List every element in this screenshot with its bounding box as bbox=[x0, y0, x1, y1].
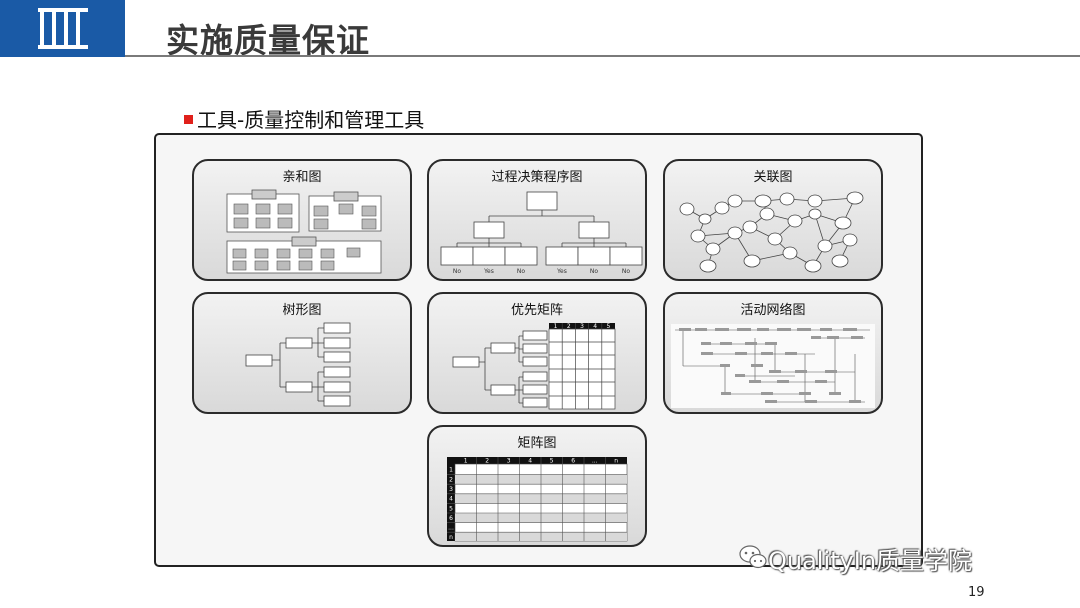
panel-activity-network-diagram: 活动网络图 bbox=[663, 292, 883, 414]
panel-prioritization-matrix: 1 2 3 4 5 优先矩阵 bbox=[427, 292, 647, 414]
matrix-row-header: 2 bbox=[449, 477, 453, 484]
matrix-column-header: 1 bbox=[464, 458, 468, 465]
affinity-diagram-illustration bbox=[226, 189, 382, 274]
matrix-column-header: ... bbox=[592, 458, 598, 465]
logo-mark-icon bbox=[38, 8, 88, 49]
tools-frame: 亲和图 bbox=[154, 133, 923, 567]
panel-title: 活动网络图 bbox=[740, 303, 806, 318]
matrix-row-header: 3 bbox=[449, 486, 453, 493]
watermark-text: QualityIn质量学院 bbox=[768, 547, 973, 575]
panel-tree-diagram: 树形图 bbox=[192, 292, 412, 414]
matrix-column-header: n bbox=[614, 458, 618, 465]
matrix-column-header: 2 bbox=[567, 323, 571, 330]
panel-interrelationship-digraph: 关联图 bbox=[663, 159, 883, 281]
pdpc-branch-label: Yes bbox=[556, 268, 567, 275]
pdpc-branch-label: No bbox=[590, 268, 598, 275]
pdpc-branch-label: Yes bbox=[483, 268, 494, 275]
matrix-row-headers: 1 2 3 4 5 6 ... n bbox=[448, 467, 454, 541]
page-title: 实施质量保证 bbox=[166, 21, 370, 60]
section-subtitle: 工具-质量控制和管理工具 bbox=[184, 104, 424, 133]
pdpc-branch-label: No bbox=[622, 268, 630, 275]
panel-title: 树形图 bbox=[282, 303, 322, 318]
matrix-column-header: 6 bbox=[571, 458, 575, 465]
bullet-icon bbox=[184, 115, 193, 124]
matrix-column-header: 4 bbox=[593, 323, 597, 330]
matrix-row-header: 4 bbox=[449, 496, 453, 503]
matrix-column-header: 5 bbox=[550, 458, 554, 465]
matrix-column-header: 5 bbox=[606, 323, 610, 330]
matrix-column-header: 4 bbox=[528, 458, 532, 465]
panel-title: 过程决策程序图 bbox=[491, 170, 583, 185]
panel-matrix-diagram: 1 2 3 4 5 6 ... n 1 2 3 4 5 6 ... n 矩阵图 bbox=[427, 425, 647, 547]
matrix-row-header: ... bbox=[448, 525, 454, 532]
panel-title: 优先矩阵 bbox=[510, 303, 563, 318]
matrix-row-header: 6 bbox=[449, 515, 453, 522]
matrix-diagram-illustration: 1 2 3 4 5 6 ... n 1 2 3 4 5 6 ... n bbox=[447, 457, 628, 542]
panel-title: 亲和图 bbox=[282, 170, 322, 185]
matrix-column-header: 2 bbox=[485, 458, 489, 465]
panel-title: 关联图 bbox=[753, 170, 793, 185]
pdpc-tree-illustration: No Yes No Yes No No bbox=[440, 191, 643, 275]
wechat-icon bbox=[739, 545, 767, 569]
matrix-column-header: 1 bbox=[554, 323, 558, 330]
matrix-column-header: 3 bbox=[580, 323, 584, 330]
matrix-row-header: 5 bbox=[449, 505, 453, 512]
matrix-row-header: n bbox=[449, 534, 453, 541]
matrix-column-headers: 1 2 3 4 5 6 ... n bbox=[464, 458, 619, 465]
activity-network-illustration bbox=[671, 324, 875, 408]
tree-diagram-illustration bbox=[245, 322, 351, 407]
panel-affinity-diagram: 亲和图 bbox=[192, 159, 412, 281]
page-number: 19 bbox=[968, 585, 985, 600]
interrelationship-network-illustration bbox=[679, 191, 864, 273]
matrix-column-header: 3 bbox=[507, 458, 511, 465]
panel-title: 矩阵图 bbox=[517, 436, 557, 451]
panel-pdpc-diagram: No Yes No Yes No No 过程决策程序图 bbox=[427, 159, 647, 281]
prioritization-matrix-illustration: 1 2 3 4 5 bbox=[452, 323, 616, 410]
pdpc-branch-label: No bbox=[453, 268, 461, 275]
pdpc-branch-label: No bbox=[517, 268, 525, 275]
section-subtitle-text: 工具-质量控制和管理工具 bbox=[197, 108, 425, 132]
title-divider bbox=[125, 55, 1080, 57]
logo bbox=[0, 0, 125, 57]
matrix-row-header: 1 bbox=[449, 467, 453, 474]
